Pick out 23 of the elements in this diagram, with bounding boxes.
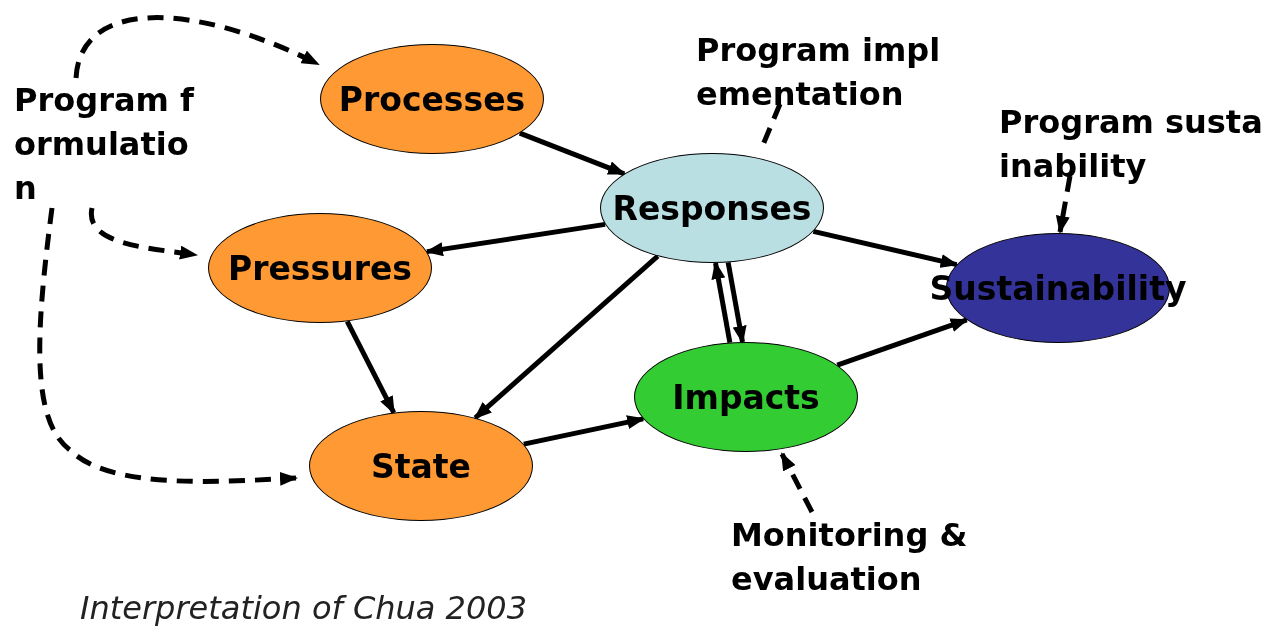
dashed-arrow (779, 452, 815, 514)
dashed-arrow (37, 207, 298, 486)
node-label: Pressures (228, 251, 412, 285)
stage-label: Monitoring & evaluation (731, 515, 969, 600)
arrow (711, 261, 733, 343)
stage-label: Program implementation (696, 30, 942, 115)
arrow (812, 229, 959, 268)
arrow (345, 320, 396, 415)
dashed-arrow (1055, 175, 1073, 234)
arrow (424, 221, 606, 257)
node-label: State (371, 449, 471, 483)
arrow (725, 262, 747, 344)
node-label: Responses (612, 191, 812, 225)
arrow (518, 130, 627, 177)
dashed-arrow (73, 15, 320, 79)
node-label: Impacts (672, 380, 820, 414)
node-label: Processes (338, 82, 526, 116)
stage-label: Program formulation (14, 80, 196, 209)
arrow (473, 254, 660, 420)
arrow (836, 317, 969, 368)
arrow (523, 415, 646, 447)
stage-label: Program sustainability (999, 102, 1264, 187)
caption: Interpretation of Chua 2003 (80, 588, 528, 629)
